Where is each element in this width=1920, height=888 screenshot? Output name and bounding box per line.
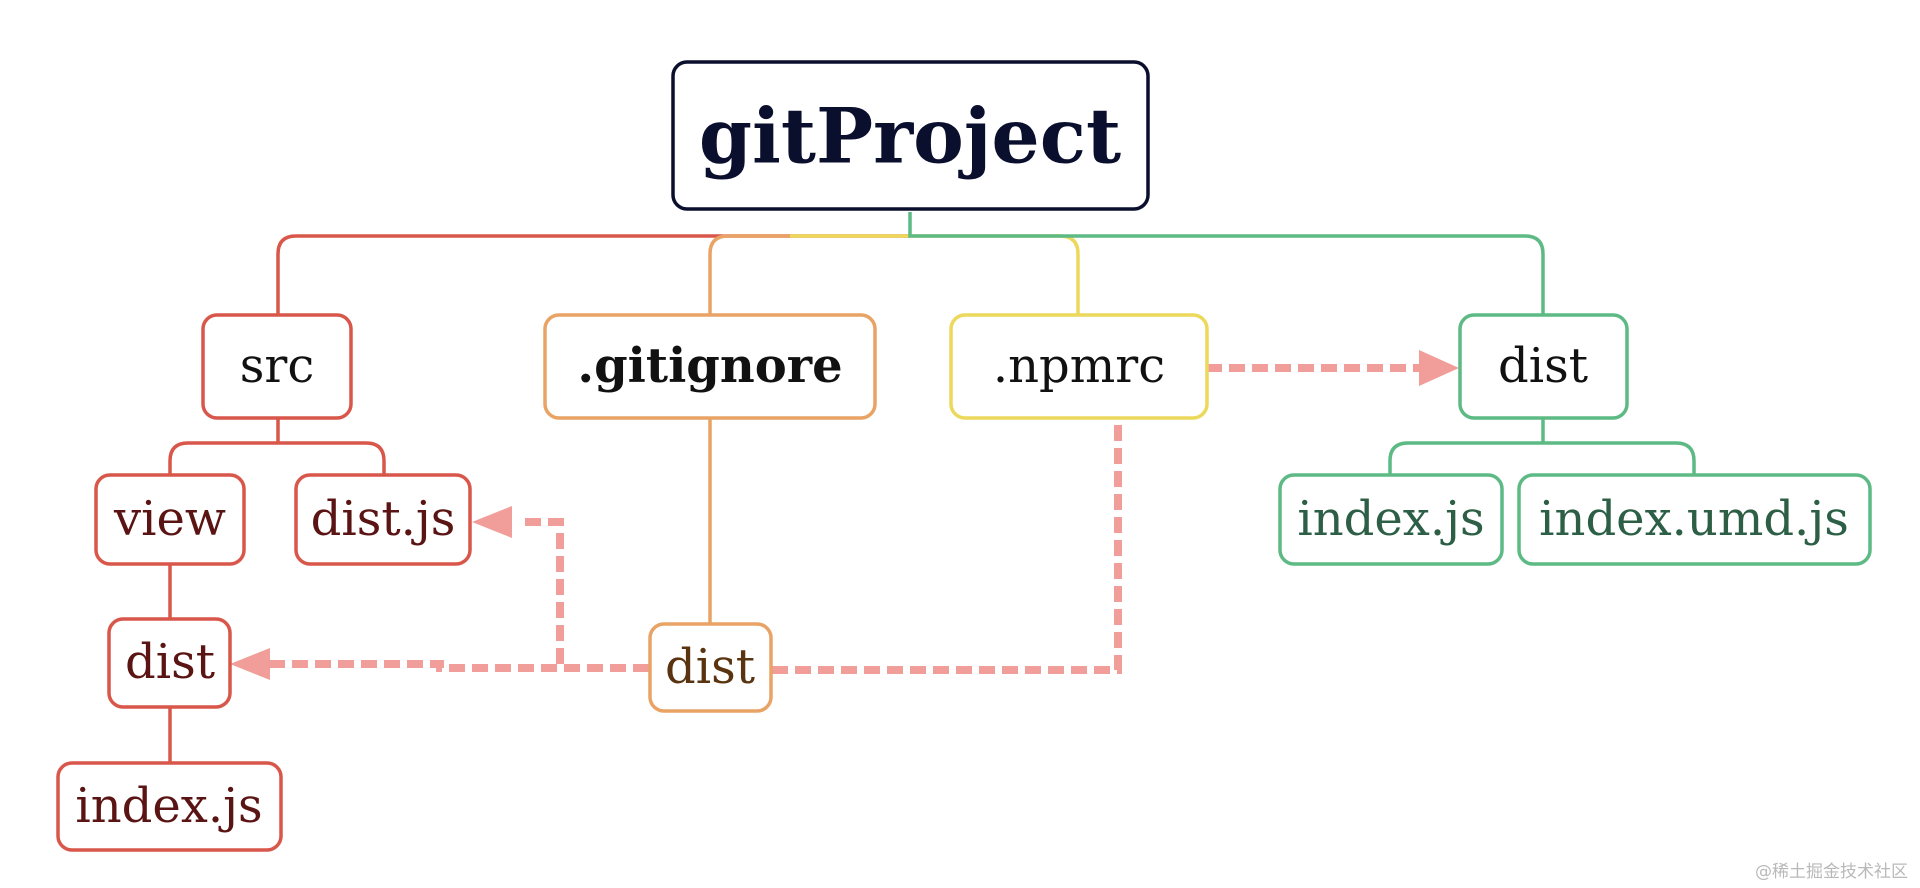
node-dist-label: dist bbox=[1498, 338, 1588, 394]
node-dist-index-label: index.js bbox=[1297, 491, 1484, 547]
connector-root-dist bbox=[908, 212, 1545, 318]
node-dist-index: index.js bbox=[1278, 473, 1504, 566]
node-gitignore: .gitignore bbox=[543, 313, 877, 420]
tree-connectors bbox=[168, 212, 1696, 764]
arrowhead-dist-js bbox=[472, 506, 512, 538]
node-root-label: gitProject bbox=[699, 92, 1121, 181]
node-view-dist-label: dist bbox=[125, 634, 215, 690]
node-npmrc-label: .npmrc bbox=[993, 338, 1165, 394]
node-dist: dist bbox=[1458, 313, 1629, 420]
connector-root-gitignore bbox=[708, 234, 790, 318]
node-gitignore-label: .gitignore bbox=[577, 338, 842, 394]
arrow-dist-to-npmrc bbox=[772, 364, 1420, 674]
node-root: gitProject bbox=[671, 60, 1150, 211]
node-dist-index-umd: index.umd.js bbox=[1517, 473, 1872, 566]
node-npmrc: .npmrc bbox=[949, 313, 1209, 420]
node-view-dist-index-label: index.js bbox=[75, 778, 262, 834]
connector-dist-children bbox=[1388, 418, 1696, 476]
reference-arrows bbox=[262, 364, 1420, 674]
node-dist-index-umd-label: index.umd.js bbox=[1539, 491, 1849, 547]
connector-root-src bbox=[276, 234, 910, 318]
node-gitignore-dist-label: dist bbox=[665, 639, 755, 695]
arrowhead-view-dist bbox=[230, 648, 270, 680]
node-view-dist-index: index.js bbox=[56, 761, 283, 852]
node-view-dist: dist bbox=[107, 617, 232, 709]
arrowhead-npmrc-dist bbox=[1419, 350, 1459, 386]
node-src-dist-js: dist.js bbox=[294, 473, 472, 566]
connector-root-npmrc bbox=[790, 234, 1080, 318]
arrow-dist-to-dist-js bbox=[520, 518, 564, 664]
node-src-label: src bbox=[240, 338, 314, 394]
node-src: src bbox=[201, 313, 353, 420]
node-src-dist-js-label: dist.js bbox=[311, 491, 456, 547]
node-gitignore-dist: dist bbox=[648, 622, 773, 713]
arrowheads bbox=[230, 350, 1459, 680]
node-view-label: view bbox=[113, 491, 226, 547]
arrow-dist-to-view-dist bbox=[262, 660, 649, 672]
connector-src-children bbox=[168, 418, 386, 476]
node-view: view bbox=[94, 473, 246, 566]
watermark: @稀土掘金技术社区 bbox=[1755, 862, 1908, 882]
